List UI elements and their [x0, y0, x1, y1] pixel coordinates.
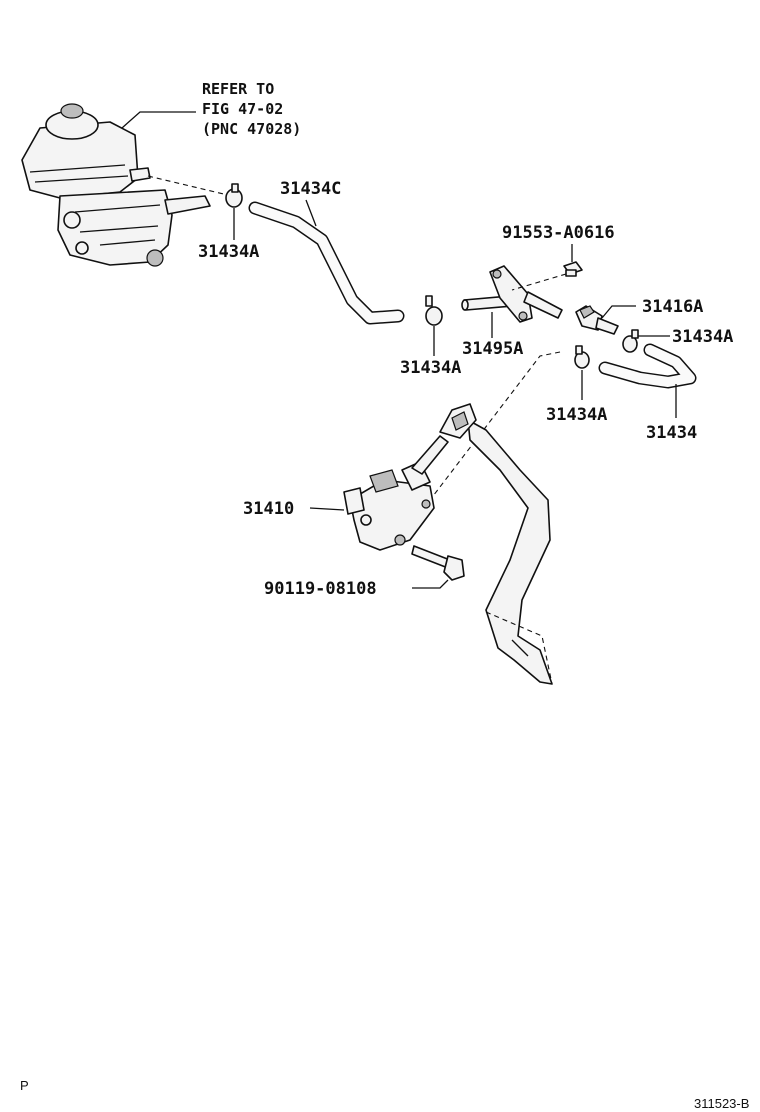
clutch-pedal	[467, 419, 553, 685]
callout-pipe-bracket: 31495A	[462, 339, 523, 359]
leader-union	[601, 305, 636, 319]
hose-clamp-middle-icon	[425, 295, 443, 326]
callout-clamp-middle: 31434A	[400, 358, 461, 378]
dashed-connection-master-cylinder	[429, 351, 561, 501]
dashed-bolt-to-bracket	[511, 273, 567, 291]
clutch-master-cylinder	[343, 403, 477, 551]
callout-clamp-right: 31434A	[672, 327, 733, 347]
footer-right-code: 311523-B	[694, 1096, 749, 1111]
callout-master-cylinder: 31410	[243, 499, 294, 519]
brake-reservoir-assembly	[21, 103, 211, 267]
bolt-lower-icon	[411, 545, 465, 581]
footer-left-code: P	[20, 1078, 29, 1093]
reference-note-line2: FIG 47-02	[202, 100, 283, 118]
reference-note-line1: REFER TO	[202, 80, 274, 98]
hose-clamp-lower-icon	[574, 345, 590, 369]
bolt-top-icon	[563, 261, 583, 277]
callout-union: 31416A	[642, 297, 703, 317]
callout-bolt-top: 91553-A0616	[502, 223, 615, 243]
leader-master-cylinder	[309, 507, 345, 511]
hose-clamp-right-icon	[622, 329, 639, 353]
reference-note-line3: (PNC 47028)	[202, 120, 301, 138]
callout-bolt-lower: 90119-08108	[264, 579, 377, 599]
callout-hose-lower: 31434	[646, 423, 697, 443]
hose-clamp-left-icon	[225, 183, 243, 208]
callout-hose-upper: 31434C	[280, 179, 341, 199]
leader-hose-upper	[305, 199, 317, 227]
upper-hose	[248, 201, 405, 325]
callout-clamp-lower: 31434A	[546, 405, 607, 425]
leader-bolt-lower	[412, 579, 449, 589]
pipe-with-bracket	[461, 265, 563, 323]
callout-clamp-left: 31434A	[198, 242, 259, 262]
lower-hose	[598, 343, 697, 389]
reference-leader-line	[121, 111, 196, 129]
union-fitting	[575, 305, 619, 335]
